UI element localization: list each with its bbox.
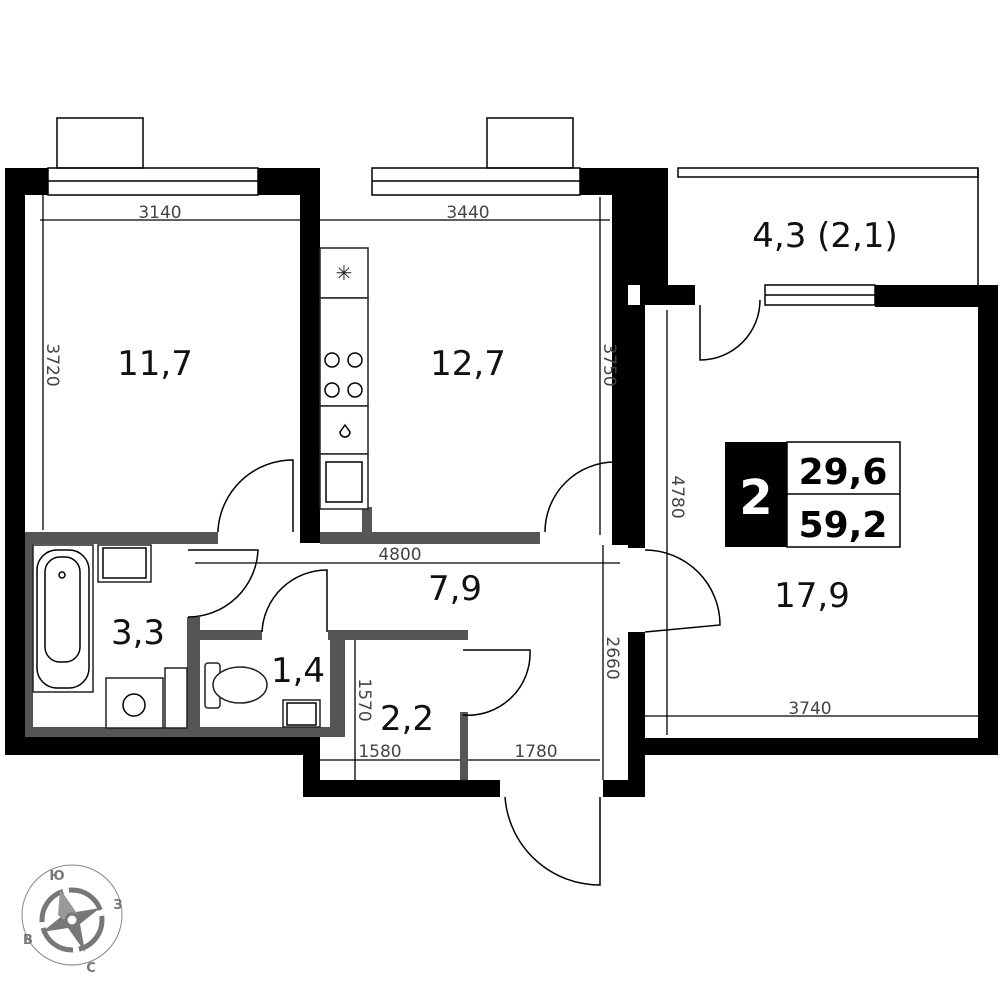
washing-machine-icon (105, 677, 164, 729)
room-area-wc: 1,4 (271, 651, 325, 691)
dim-storage-depth: 1570 (354, 678, 374, 721)
compass-icon: Ю З В С (21, 864, 123, 976)
room-area-kitchen: 12,7 (430, 344, 506, 384)
room-area-hall: 7,9 (428, 569, 482, 609)
doors (187, 299, 761, 886)
room-area-living: 17,9 (774, 576, 850, 616)
room-area-bathroom: 3,3 (111, 613, 165, 653)
dim-bedroom-width: 3140 (138, 203, 181, 223)
total-area: 59,2 (799, 505, 888, 546)
living-area: 29,6 (799, 452, 888, 493)
bathroom-fixtures (32, 544, 321, 729)
compass-east: В (23, 933, 33, 948)
compass-north: С (86, 961, 96, 976)
dim-hall-length: 4800 (378, 545, 421, 565)
dim-corridor-depth: 2660 (602, 636, 622, 679)
fridge-icon (319, 247, 369, 299)
dimension-lines (40, 195, 978, 780)
dim-kitchen-depth: 3750 (599, 343, 619, 386)
bathtub-icon (32, 544, 94, 693)
dim-bedroom-depth: 3720 (42, 343, 62, 386)
compass-south: Ю (49, 869, 64, 884)
partitions (25, 507, 540, 780)
wc-sink-icon (282, 699, 321, 728)
dim-entry-width: 1780 (514, 742, 557, 762)
kitchen-fixtures: ✳ (319, 247, 369, 510)
summary-badge: 2 29,6 59,2 (725, 441, 901, 548)
dim-living-width: 3740 (788, 699, 831, 719)
svg-text:✳: ✳ (336, 261, 353, 285)
windows (47, 167, 979, 306)
room-area-bedroom: 11,7 (117, 344, 193, 384)
room-area-balcony: 4,3 (2,1) (752, 216, 897, 256)
window-sill-kitchen (486, 117, 574, 169)
room-area-storage: 2,2 (380, 699, 434, 739)
window-sill-bedroom (56, 117, 144, 169)
compass-west: З (113, 898, 122, 913)
stove-icon (319, 297, 369, 407)
outer-walls (5, 168, 998, 797)
dim-kitchen-width: 3440 (446, 203, 489, 223)
dim-living-depth: 4780 (667, 475, 687, 518)
dim-storage-width: 1580 (358, 742, 401, 762)
bathroom-sink-icon (97, 544, 152, 583)
kitchen-sink-icon (319, 453, 369, 510)
rooms-count: 2 (739, 470, 772, 526)
